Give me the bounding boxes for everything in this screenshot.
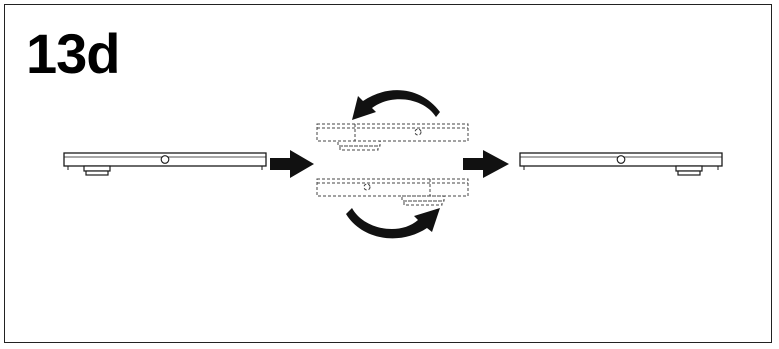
right-arrow-icon [463, 150, 509, 178]
instruction-panel [4, 4, 772, 343]
bar-initial [63, 152, 267, 176]
bar-rotating-top [316, 123, 469, 151]
rotate-clockwise-arrow-icon [346, 208, 440, 239]
bar-final [519, 152, 723, 176]
bar-rotating-bottom [316, 178, 469, 206]
step-number: 13d [26, 22, 120, 85]
foot-right [675, 165, 703, 176]
foot-left [83, 165, 111, 176]
rotate-counterclockwise-arrow-icon [352, 90, 440, 120]
right-arrow-icon [270, 150, 314, 178]
